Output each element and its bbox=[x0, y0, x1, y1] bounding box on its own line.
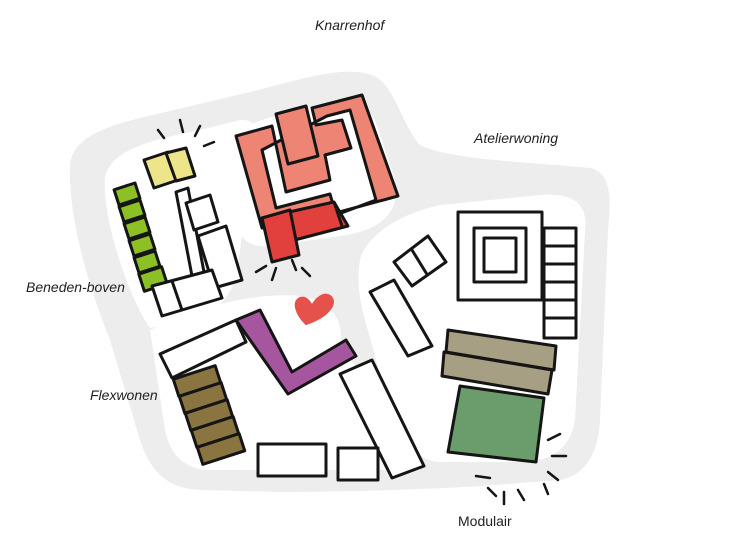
label-knarrenhof: Knarrenhof bbox=[315, 17, 386, 33]
white-buildings-right bbox=[368, 210, 578, 358]
white-buildings-left bbox=[150, 186, 244, 318]
beneden-boven-row bbox=[112, 181, 169, 293]
sparkle-rays-icon bbox=[254, 258, 312, 282]
flexwonen-row bbox=[171, 364, 247, 466]
white-buildings-center bbox=[158, 318, 426, 482]
yellow-block bbox=[142, 146, 197, 190]
knarrenhof-block bbox=[234, 93, 400, 264]
knarrenhof-notch bbox=[274, 104, 320, 166]
knarrenhof-divider bbox=[332, 201, 344, 227]
sparkle-rays-icon bbox=[156, 118, 216, 148]
label-flexwonen: Flexwonen bbox=[90, 387, 158, 403]
purple-block bbox=[234, 308, 358, 396]
knarrenhof-accent-base bbox=[260, 208, 301, 264]
sparkle-rays-icon bbox=[474, 432, 568, 506]
modulair-block bbox=[446, 384, 546, 464]
label-beneden-boven: Beneden-boven bbox=[26, 279, 125, 295]
atelierwoning-block bbox=[440, 328, 558, 396]
label-atelierwoning: Atelierwoning bbox=[473, 130, 558, 146]
heart-icon bbox=[294, 293, 334, 326]
label-modulair: Modulair bbox=[458, 513, 512, 529]
